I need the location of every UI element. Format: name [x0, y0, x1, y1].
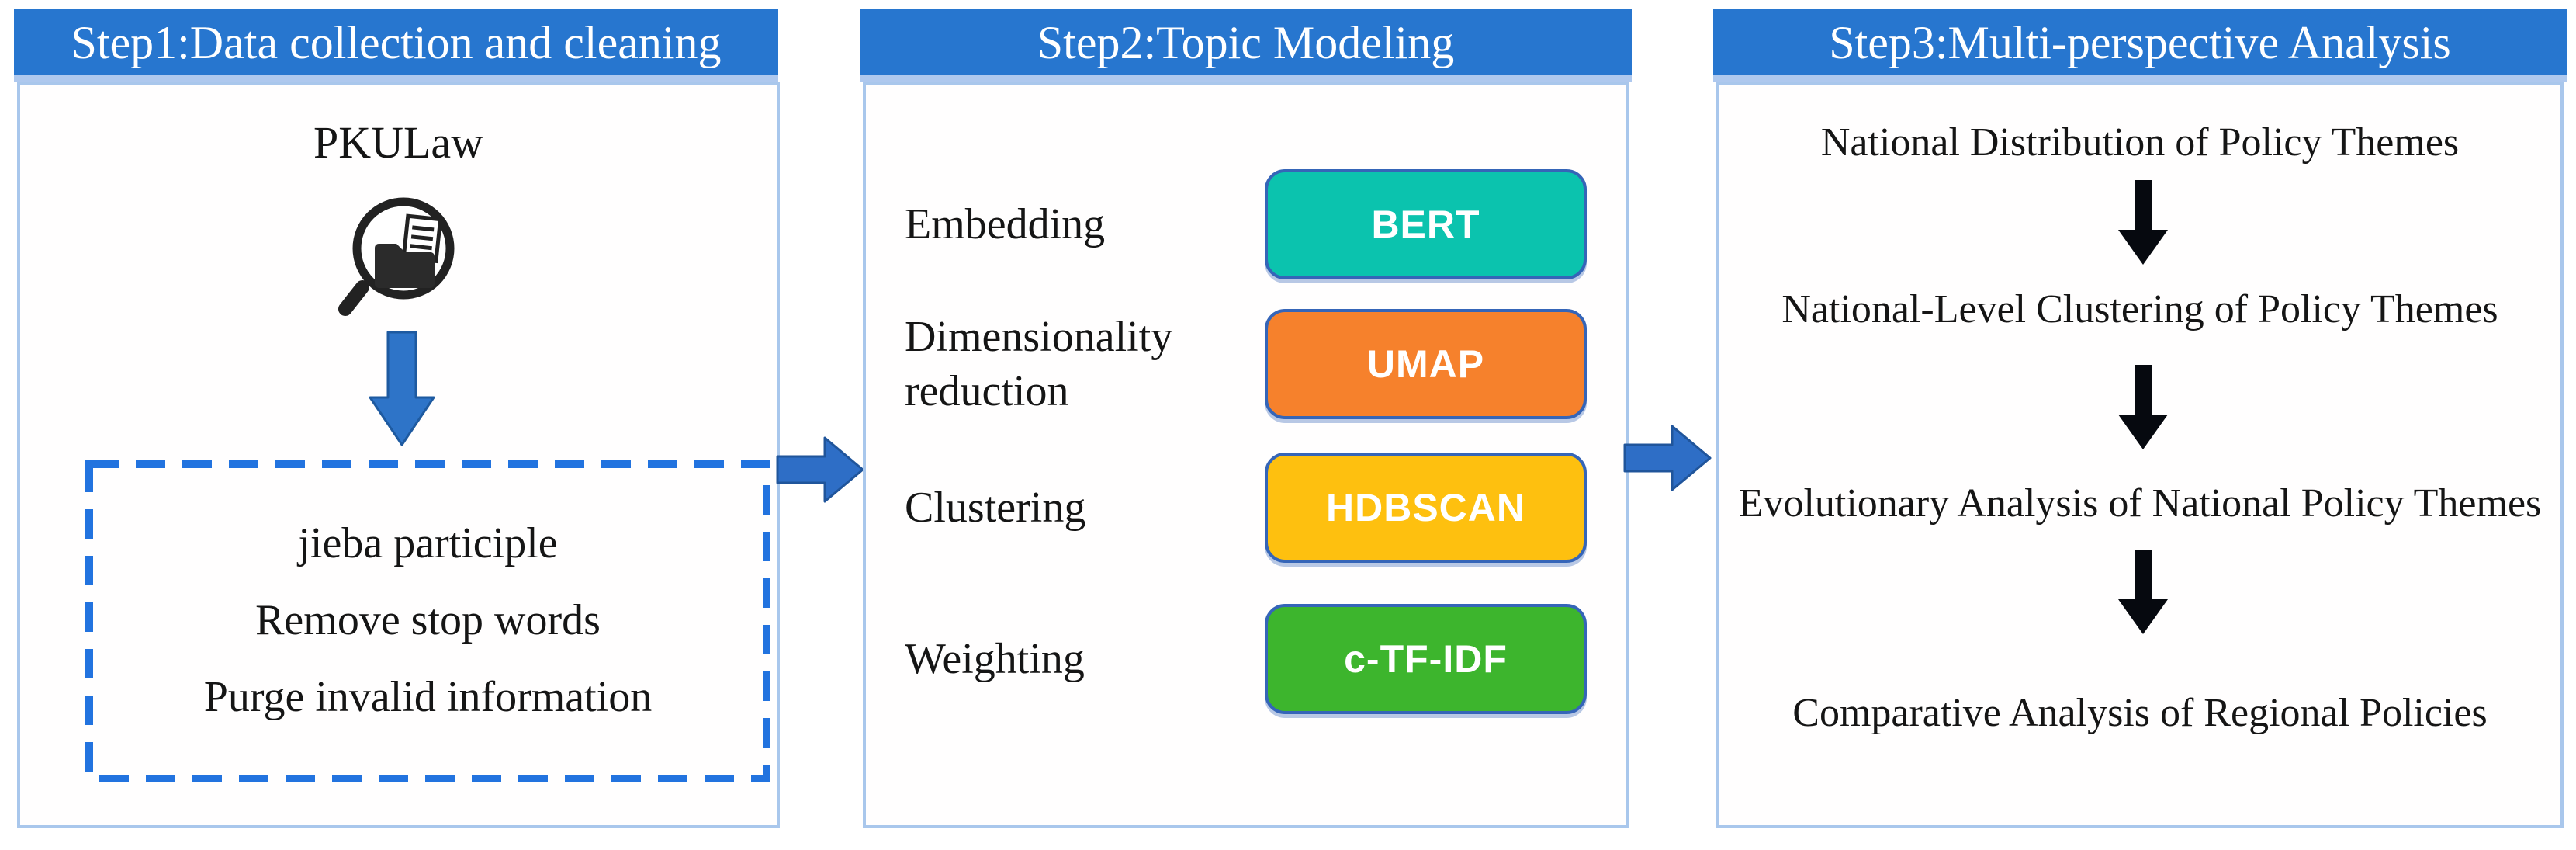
tool-bert: BERT	[1265, 169, 1587, 279]
analysis-step: Evolutionary Analysis of National Policy…	[1738, 481, 2542, 526]
step1-panel: PKULaw	[17, 82, 780, 828]
analysis-step: Comparative Analysis of Regional Policie…	[1792, 691, 2488, 735]
tool-hdbscan: HDBSCAN	[1265, 453, 1587, 563]
cleaning-steps-box: jieba participle Remove stop words Purge…	[85, 460, 770, 782]
step1-header: Step1:Data collection and cleaning	[14, 9, 778, 82]
analysis-step: National Distribution of Policy Themes	[1820, 120, 2460, 165]
row-label-clustering: Clustering	[905, 484, 1086, 532]
step3-title: Step3:Multi-perspective Analysis	[1829, 17, 2451, 68]
flow-arrow-right-1	[776, 431, 865, 512]
cleaning-step: Remove stop words	[255, 596, 601, 644]
step2-title: Step2:Topic Modeling	[1037, 17, 1455, 68]
row-label-embedding: Embedding	[905, 200, 1106, 248]
tool-umap: UMAP	[1265, 309, 1587, 419]
search-folder-icon	[334, 191, 466, 328]
step3-header: Step3:Multi-perspective Analysis	[1713, 9, 2567, 82]
step2-panel: Embedding BERT Dimensionality reduction …	[863, 82, 1629, 828]
black-down-arrow-icon	[2117, 365, 2169, 450]
step1-title: Step1:Data collection and cleaning	[71, 17, 722, 68]
cleaning-step: Purge invalid information	[203, 673, 653, 721]
step2-header: Step2:Topic Modeling	[860, 9, 1632, 82]
step3-panel: National Distribution of Policy Themes N…	[1716, 82, 2564, 828]
black-down-arrow-icon	[2117, 550, 2169, 635]
tool-ctfidf: c-TF-IDF	[1265, 604, 1587, 714]
black-down-arrow-icon	[2117, 180, 2169, 265]
analysis-step: National-Level Clustering of Policy Them…	[1781, 287, 2498, 331]
flow-arrow-right-2	[1623, 419, 1712, 501]
down-arrow-icon	[366, 331, 438, 451]
row-label-weighting: Weighting	[905, 635, 1085, 683]
cleaning-step: jieba participle	[298, 519, 558, 567]
row-label-dimensionality-reduction: Dimensionality reduction	[905, 313, 1173, 415]
data-source-label: PKULaw	[313, 117, 484, 168]
